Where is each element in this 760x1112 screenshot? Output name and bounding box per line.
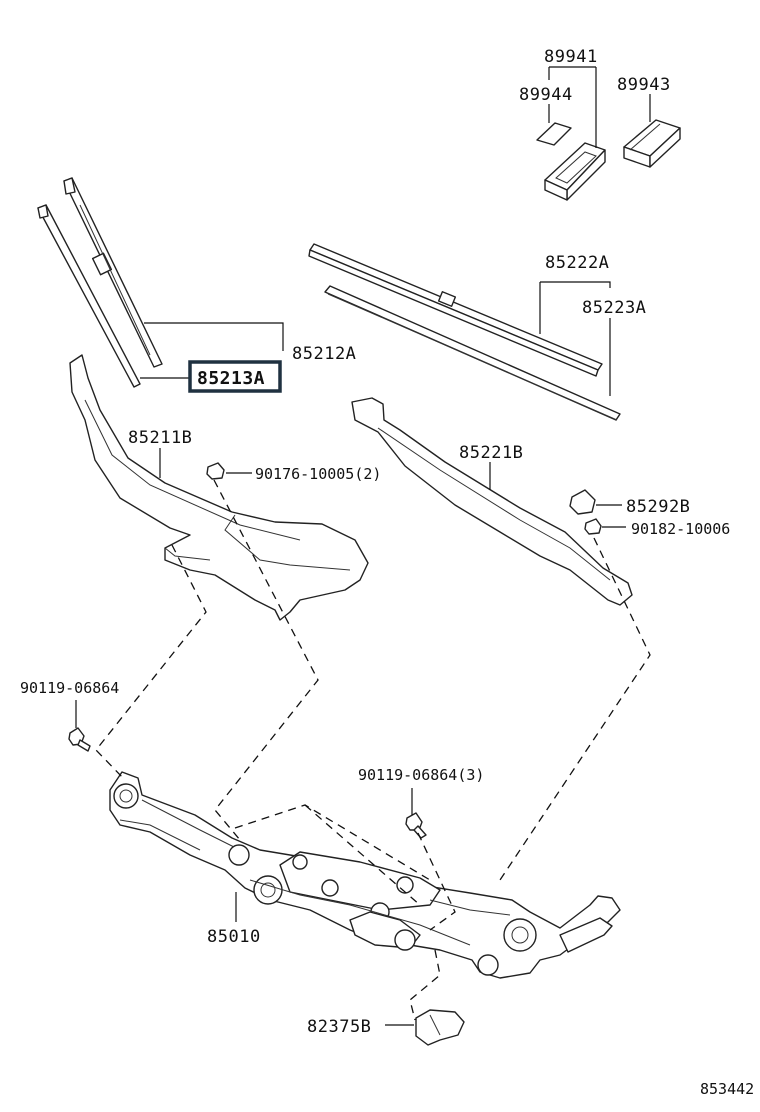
part-89943-cover[interactable] (623, 119, 681, 168)
left-wiper-blade-group (37, 177, 284, 388)
assembly-dashed-lines (95, 479, 651, 1021)
callout-85010[interactable]: 85010 (207, 927, 261, 947)
diagram-number: 853442 (700, 1080, 754, 1098)
part-85010-linkage[interactable] (109, 771, 621, 979)
part-89941-sensor[interactable] (544, 142, 606, 201)
callout-85221B[interactable]: 85221B (459, 443, 523, 463)
highlight-box (188, 360, 282, 393)
part-89944-pad[interactable] (536, 122, 572, 146)
right-wiper-blade-group (308, 243, 621, 421)
callout-90119-06864-left[interactable]: 90119-06864 (20, 679, 119, 697)
part-85292B-cap[interactable] (569, 489, 596, 515)
callout-85222A[interactable]: 85222A (545, 253, 609, 273)
callout-90119-06864-center[interactable]: 90119-06864(3) (358, 766, 484, 784)
callout-85211B[interactable]: 85211B (128, 428, 192, 448)
callout-89943[interactable]: 89943 (617, 75, 671, 95)
rain-sensor-group (536, 66, 681, 201)
part-90119-bolt-left[interactable] (68, 727, 91, 752)
callout-85213A[interactable]: 85213A (197, 368, 265, 389)
part-90182-nut[interactable] (584, 518, 602, 535)
part-85221B-right-arm[interactable] (351, 397, 633, 606)
callout-labels: 89941 89944 89943 85222A 85223A 85212A 8… (20, 47, 754, 1098)
callout-90176-10005[interactable]: 90176-10005(2) (255, 465, 381, 483)
callout-85292B[interactable]: 85292B (626, 497, 690, 517)
callout-89941[interactable]: 89941 (544, 47, 598, 67)
callout-90182-10006[interactable]: 90182-10006 (631, 520, 730, 538)
callout-82375B[interactable]: 82375B (307, 1017, 371, 1037)
callout-85223A[interactable]: 85223A (582, 298, 646, 318)
part-85211B-left-arm[interactable] (69, 354, 369, 621)
part-85213A-rubber[interactable] (37, 204, 141, 388)
callout-89944[interactable]: 89944 (519, 85, 573, 105)
part-85212A-blade[interactable] (63, 177, 163, 368)
part-85222A-blade[interactable] (308, 243, 603, 377)
part-90176-nut[interactable] (206, 462, 225, 480)
callout-85212A[interactable]: 85212A (292, 344, 356, 364)
part-85223A-rubber[interactable] (324, 285, 621, 421)
part-90119-bolt-center[interactable] (405, 812, 427, 839)
part-82375B-connector[interactable] (415, 1009, 465, 1046)
